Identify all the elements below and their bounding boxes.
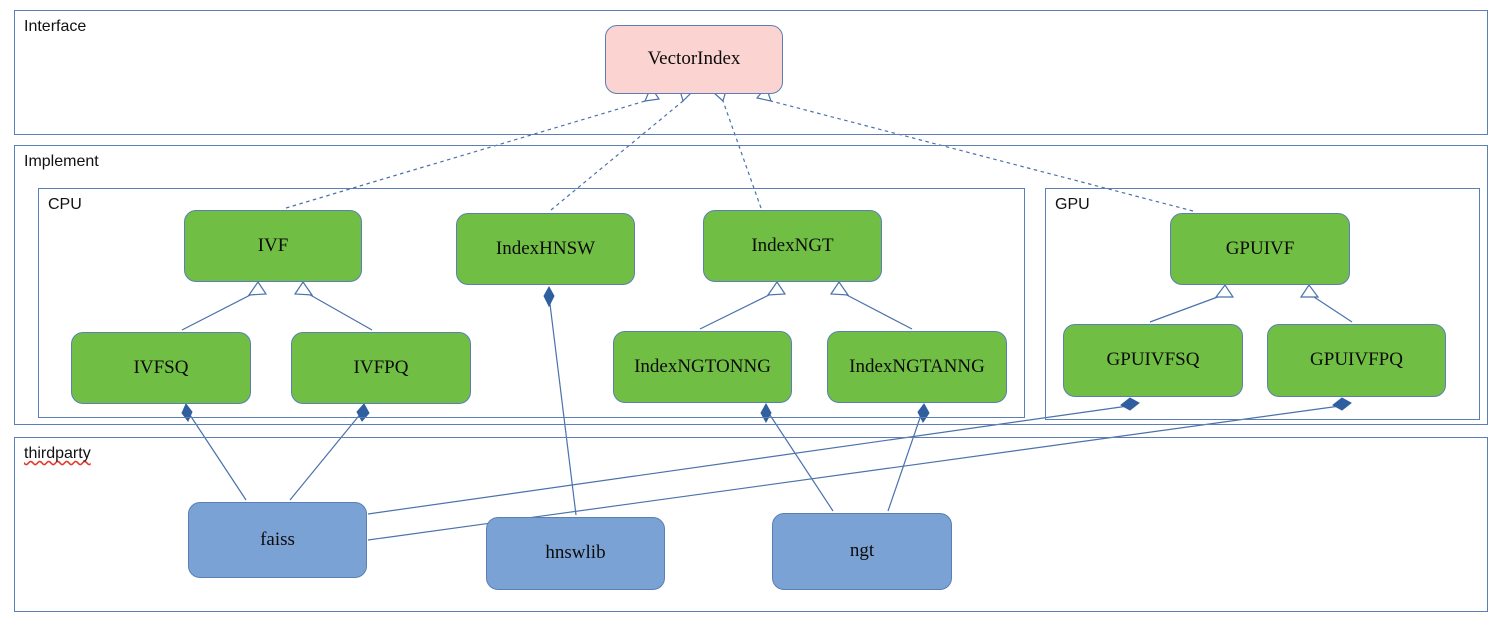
node-label: GPUIVF (1225, 237, 1295, 259)
node-gpuivfsq[interactable]: GPUIVFSQ (1063, 324, 1243, 397)
container-implement (14, 145, 1488, 425)
container-label-interface: Interface (24, 18, 87, 35)
node-label: IndexHNSW (495, 237, 596, 259)
node-label: GPUIVFSQ (1106, 349, 1200, 371)
node-indexngtanng[interactable]: IndexNGTANNG (827, 331, 1007, 403)
node-ivf[interactable]: IVF (184, 210, 362, 282)
node-vectorindex[interactable]: VectorIndex (605, 25, 783, 94)
container-label-implement: Implement (24, 153, 99, 170)
node-label: faiss (260, 528, 295, 550)
container-label-cpu: CPU (48, 196, 82, 213)
container-interface (14, 10, 1488, 135)
node-gpuivfpq[interactable]: GPUIVFPQ (1267, 324, 1446, 397)
container-thirdparty (14, 437, 1488, 612)
node-label: IVFSQ (133, 356, 189, 378)
node-label: IndexNGTANNG (849, 355, 985, 377)
node-indexhnsw[interactable]: IndexHNSW (456, 213, 635, 285)
node-ivfsq[interactable]: IVFSQ (71, 332, 251, 404)
container-label-thirdparty: thirdparty (24, 445, 91, 462)
container-label-gpu: GPU (1055, 196, 1090, 213)
node-label: IndexNGTONNG (634, 355, 771, 377)
node-faiss[interactable]: faiss (188, 502, 367, 578)
node-label: ngt (849, 540, 875, 562)
node-ivfpq[interactable]: IVFPQ (291, 332, 471, 404)
node-label: IVF (257, 234, 289, 256)
node-label: GPUIVFPQ (1310, 349, 1403, 371)
node-label: VectorIndex (647, 48, 741, 70)
node-label: IVFPQ (353, 356, 409, 378)
node-ngt[interactable]: ngt (772, 513, 952, 590)
node-label: hnswlib (545, 542, 606, 564)
node-hnswlib[interactable]: hnswlib (486, 517, 665, 590)
node-indexngtonng[interactable]: IndexNGTONNG (613, 331, 792, 403)
node-label: IndexNGT (751, 234, 834, 256)
node-indexngt[interactable]: IndexNGT (703, 210, 882, 282)
node-gpuivf[interactable]: GPUIVF (1170, 213, 1350, 285)
container-cpu (38, 188, 1025, 418)
container-gpu (1045, 188, 1480, 420)
